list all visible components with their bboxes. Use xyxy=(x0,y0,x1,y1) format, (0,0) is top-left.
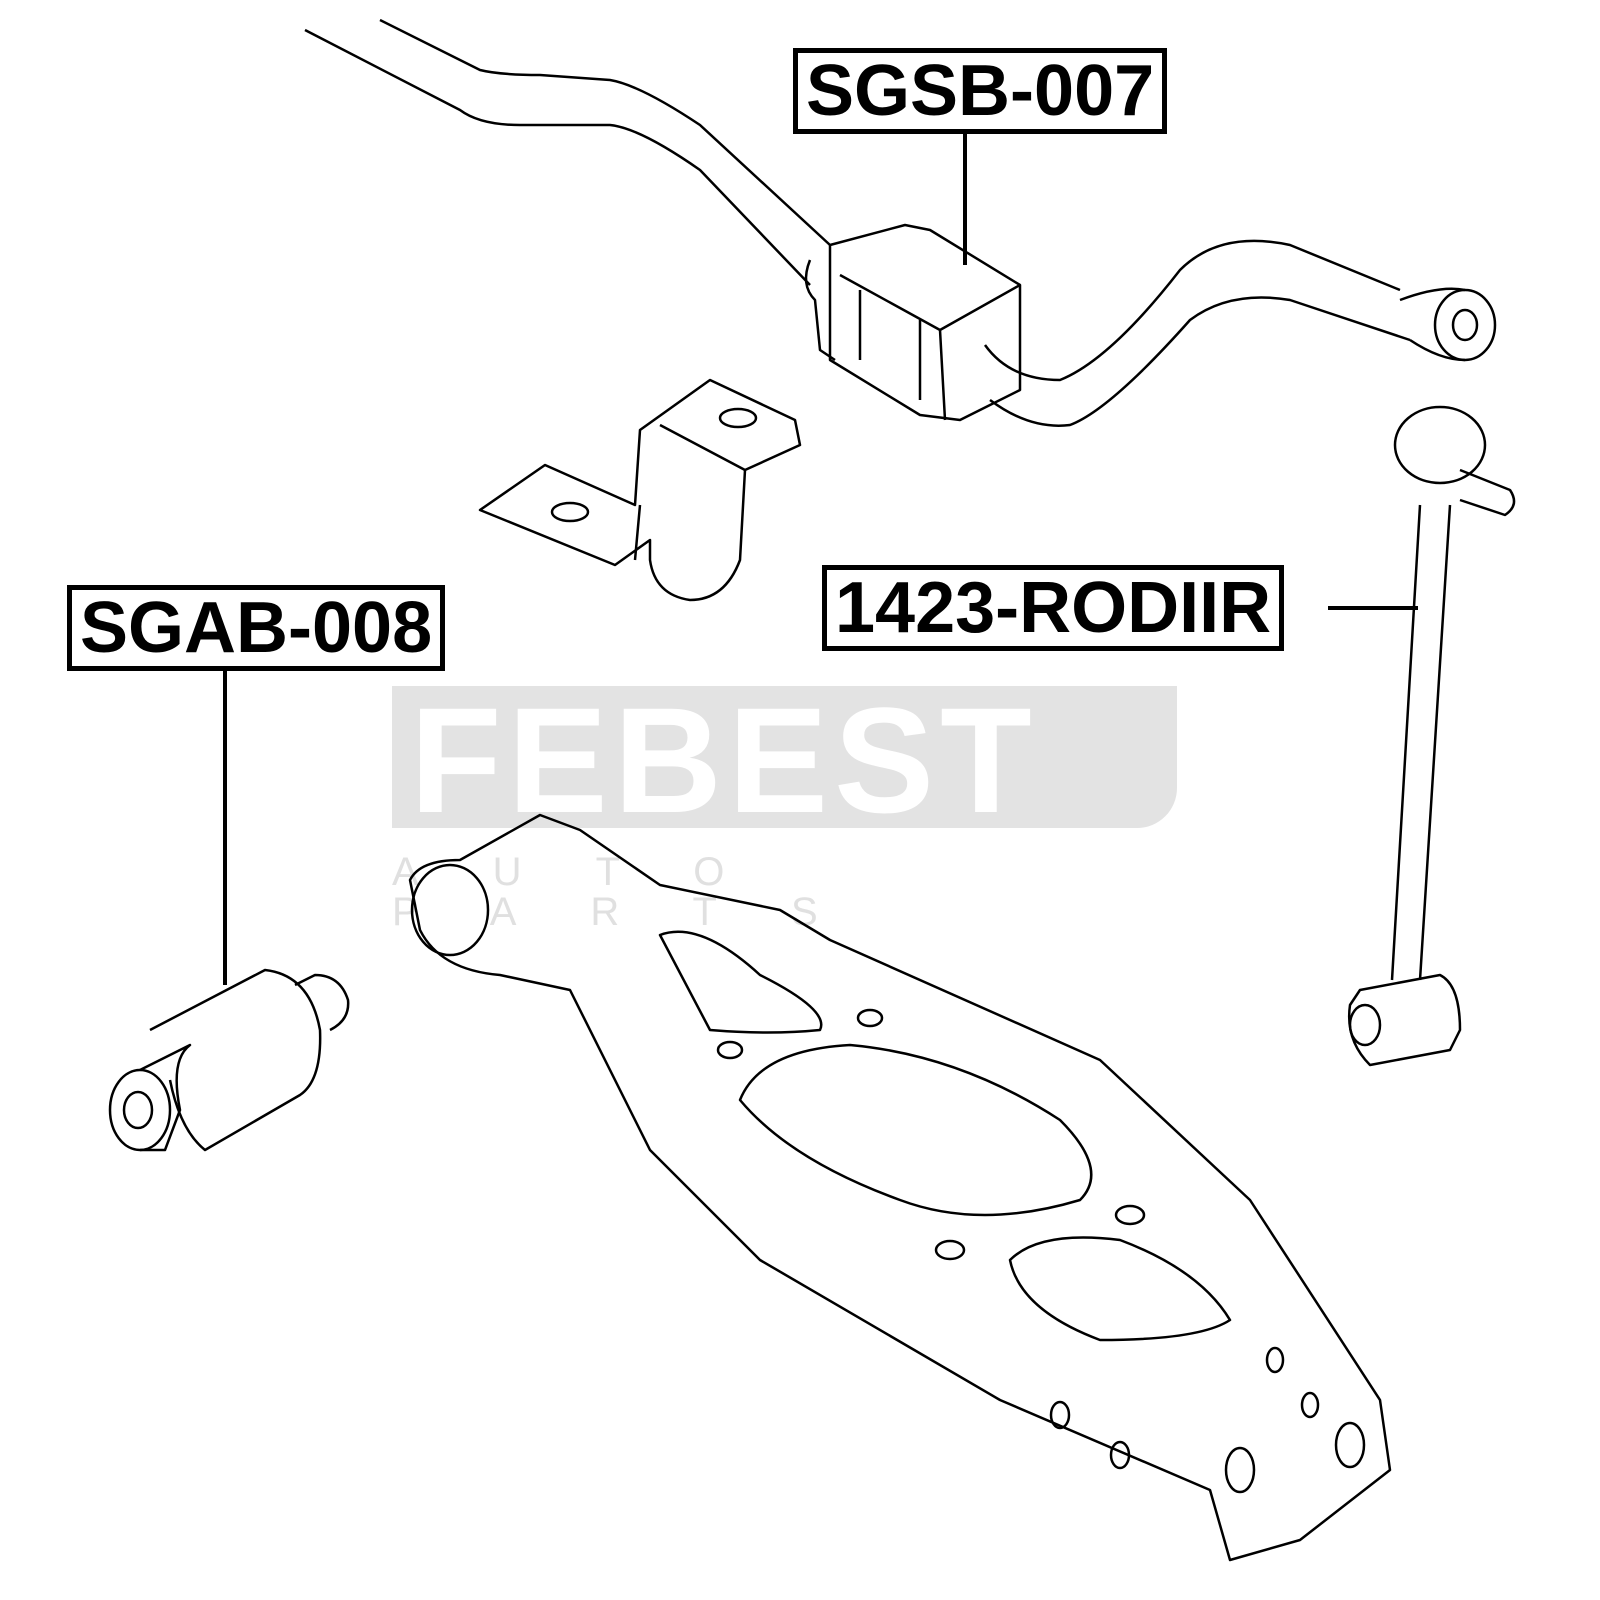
lower-control-arm xyxy=(408,813,1392,1562)
arm-bushing xyxy=(108,968,350,1152)
part-label-stabilizer-bushing: SGSB-007 xyxy=(793,48,1168,134)
watermark-brand: FEBEST xyxy=(410,676,1038,844)
stabilizer-link xyxy=(1348,405,1516,1067)
stabilizer-bar xyxy=(304,18,1497,427)
part-label-arm-bushing: SGAB-008 xyxy=(67,585,446,671)
part-label-stabilizer-link: 1423-RODIIR xyxy=(822,565,1285,651)
stabilizer-bracket xyxy=(478,378,802,602)
watermark-tagline: AUTO PARTS xyxy=(392,850,892,934)
watermark-logo-background xyxy=(392,686,1177,828)
stabilizer-bushing xyxy=(804,223,1022,422)
